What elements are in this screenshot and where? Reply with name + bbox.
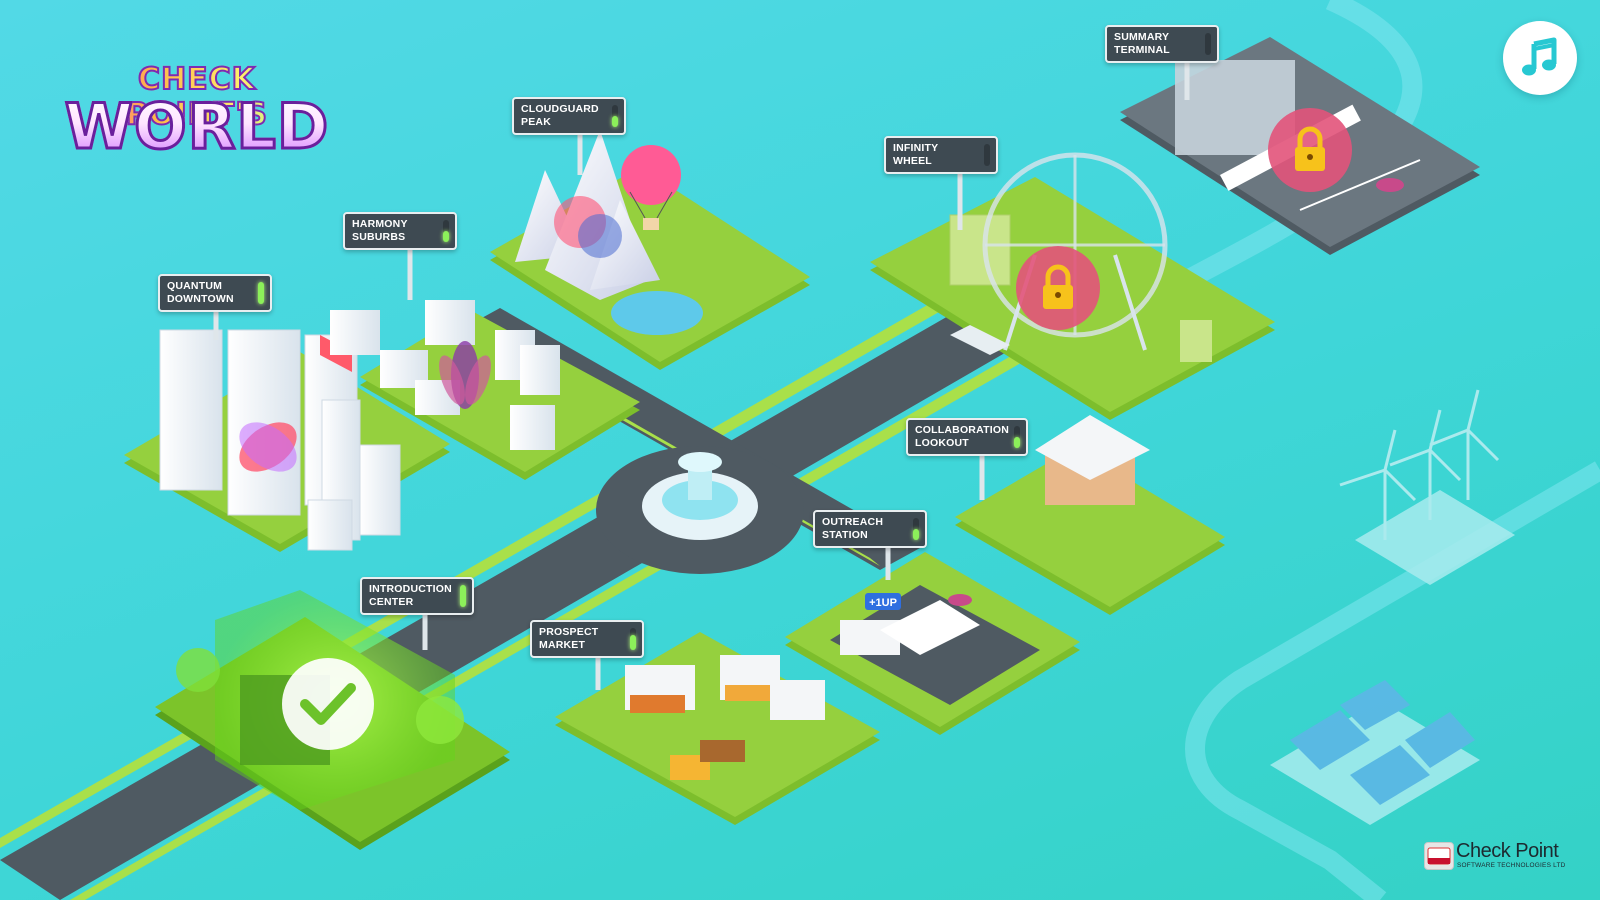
progress-indicator [1205, 33, 1211, 55]
progress-indicator [913, 518, 919, 540]
progress-indicator [460, 585, 466, 607]
sign-label: PROSPECT MARKET [539, 626, 599, 651]
check-point-brand: Check Point SOFTWARE TECHNOLOGIES LTD [1424, 840, 1574, 874]
progress-fill [460, 585, 466, 607]
sign-summary-terminal[interactable]: SUMMARY TERMINAL [1105, 25, 1219, 63]
progress-fill [913, 529, 919, 540]
sign-label: OUTREACH STATION [822, 516, 884, 541]
logo-line-2: WORLD [62, 90, 332, 163]
sign-label: QUANTUM DOWNTOWN [167, 280, 234, 305]
lock-icon [1268, 108, 1352, 192]
island-quantum-downtown[interactable] [124, 329, 450, 552]
island-harmony-suburbs[interactable] [330, 300, 640, 480]
sign-harmony-suburbs[interactable]: HARMONY SUBURBS [343, 212, 457, 250]
logo-line-1: CHECK POINT'S [62, 61, 332, 133]
sign-infinity-wheel[interactable]: INFINITY WHEEL [884, 136, 998, 174]
progress-indicator [984, 144, 990, 166]
check-icon [282, 658, 374, 750]
island-outreach-station[interactable] [785, 552, 1080, 735]
sign-label: INFINITY WHEEL [893, 142, 939, 167]
progress-fill [630, 634, 636, 650]
island-cloudguard-peak[interactable] [490, 130, 810, 370]
sign-label: COLLABORATION LOOKOUT [915, 424, 1009, 449]
island-prospect-market[interactable] [555, 632, 880, 825]
progress-indicator [443, 220, 449, 242]
progress-fill [258, 282, 264, 304]
progress-fill [612, 116, 618, 127]
svg-text:+1UP: +1UP [869, 597, 897, 609]
sign-label: SUMMARY TERMINAL [1114, 31, 1170, 56]
game-logo: CHECK POINT'S WORLD [62, 58, 332, 178]
island-collaboration-lookout[interactable] [955, 415, 1225, 615]
sign-label: CLOUDGUARD PEAK [521, 103, 599, 128]
brand-logo-icon [1424, 842, 1454, 870]
progress-fill [1014, 437, 1020, 448]
progress-indicator [630, 628, 636, 650]
brand-name: Check Point [1456, 840, 1559, 862]
progress-indicator [612, 105, 618, 127]
music-note-icon [1522, 37, 1557, 76]
roundabout [596, 446, 804, 574]
sign-outreach-station[interactable]: OUTREACH STATION [813, 510, 927, 548]
oneup-badge: +1UP [865, 593, 901, 610]
music-toggle-button[interactable] [1503, 21, 1577, 95]
sign-label: HARMONY SUBURBS [352, 218, 408, 243]
sign-collaboration-lookout[interactable]: COLLABORATION LOOKOUT [906, 418, 1028, 456]
sign-quantum-downtown[interactable]: QUANTUM DOWNTOWN [158, 274, 272, 312]
progress-indicator [258, 282, 264, 304]
sign-introduction-center[interactable]: INTRODUCTION CENTER [360, 577, 474, 615]
wind-turbines [1339, 389, 1515, 585]
sign-cloudguard-peak[interactable]: CLOUDGUARD PEAK [512, 97, 626, 135]
sign-label: INTRODUCTION CENTER [369, 583, 452, 608]
progress-fill [443, 231, 449, 242]
brand-tagline: SOFTWARE TECHNOLOGIES LTD [1457, 862, 1566, 869]
progress-indicator [1014, 426, 1020, 448]
lock-icon [1016, 246, 1100, 330]
solar-farm [1270, 680, 1480, 825]
sign-prospect-market[interactable]: PROSPECT MARKET [530, 620, 644, 658]
